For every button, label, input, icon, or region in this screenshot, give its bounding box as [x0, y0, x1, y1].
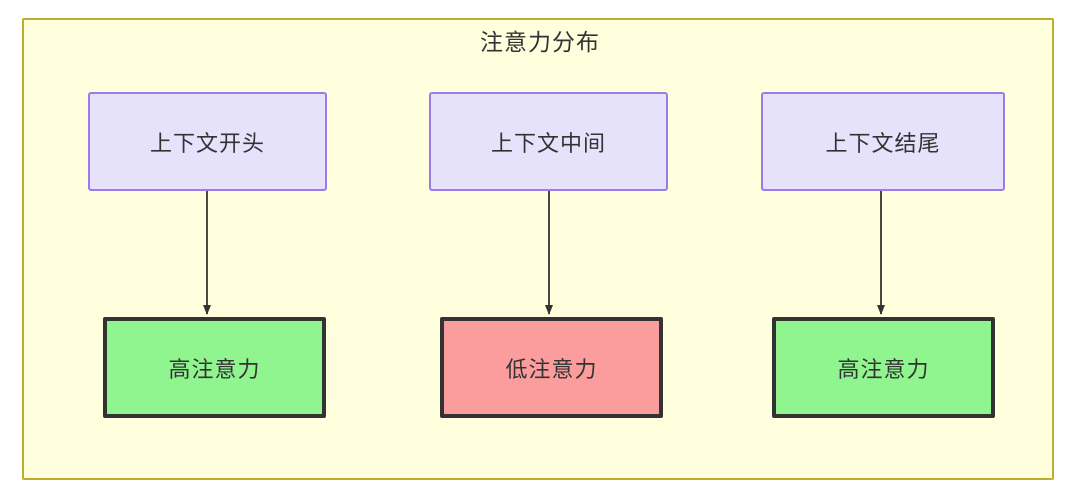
node-attention-low-middle[interactable]: 低注意力 [440, 317, 663, 418]
node-context-start[interactable]: 上下文开头 [88, 92, 327, 191]
node-attention-low-middle-label: 低注意力 [505, 356, 598, 382]
node-attention-high-end[interactable]: 高注意力 [772, 317, 995, 418]
node-context-middle-label: 上下文中间 [490, 130, 606, 156]
node-context-start-label: 上下文开头 [149, 130, 265, 156]
node-attention-high-start-label: 高注意力 [168, 356, 261, 382]
node-attention-high-start[interactable]: 高注意力 [103, 317, 326, 418]
node-context-middle[interactable]: 上下文中间 [429, 92, 668, 191]
node-attention-high-end-label: 高注意力 [837, 356, 930, 382]
node-context-end-label: 上下文结尾 [825, 130, 941, 156]
diagram-title: 注意力分布 [480, 29, 600, 55]
node-context-end[interactable]: 上下文结尾 [761, 92, 1005, 191]
